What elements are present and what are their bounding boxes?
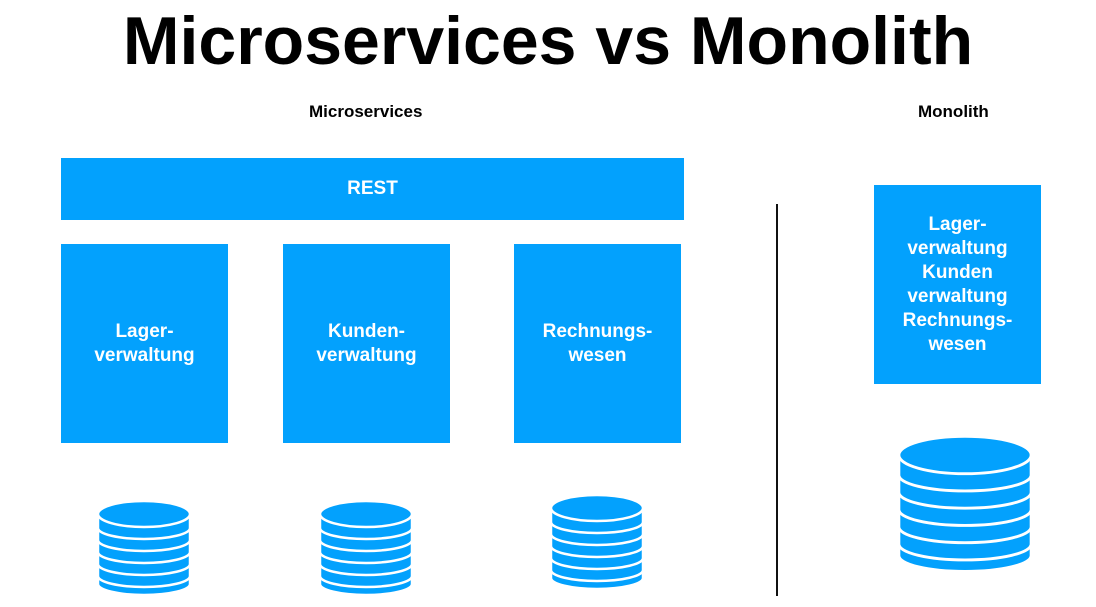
- page-title: Microservices vs Monolith: [122, 3, 974, 79]
- service-box-lagerverwaltung: Lager- verwaltung: [61, 244, 228, 443]
- section-divider: [776, 204, 778, 596]
- monolith-label: Lager- verwaltung Kunden verwaltung Rech…: [902, 213, 1013, 355]
- monolith-app-box: Lager- verwaltung Kunden verwaltung Rech…: [874, 185, 1041, 384]
- rest-gateway-box: REST: [61, 158, 684, 220]
- microservices-heading: Microservices: [309, 102, 423, 121]
- service-box-kundenverwaltung: Kunden- verwaltung: [283, 244, 450, 443]
- database-icon: [549, 493, 645, 588]
- database-icon: [897, 434, 1033, 570]
- database-icon: [96, 499, 192, 594]
- service-label: Kunden- verwaltung: [316, 320, 417, 366]
- service-label: Rechnungs- wesen: [542, 320, 653, 366]
- service-box-rechnungswesen: Rechnungs- wesen: [514, 244, 681, 443]
- rest-label: REST: [347, 178, 398, 199]
- monolith-heading: Monolith: [918, 102, 989, 121]
- service-label: Lager- verwaltung: [94, 320, 195, 366]
- database-icon: [318, 499, 414, 594]
